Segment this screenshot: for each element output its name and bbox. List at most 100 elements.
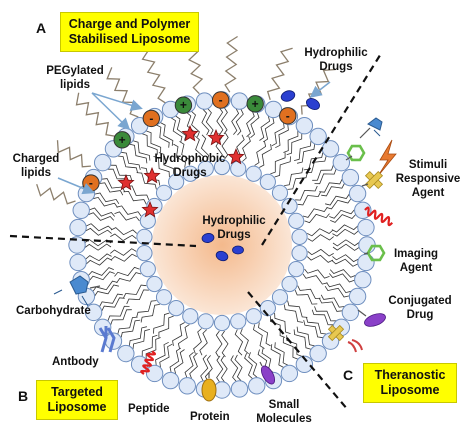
lipid-head (145, 364, 164, 383)
lipid-tail (282, 337, 298, 360)
hydrophilic-drug (232, 245, 244, 255)
lipid-tail (94, 284, 119, 297)
hydrophobic-drug (117, 173, 135, 191)
lipid-tail (172, 322, 185, 346)
lipid-head (281, 275, 298, 293)
lipid-tail (329, 209, 355, 219)
lipid-tail (107, 305, 130, 321)
lipid-tail (331, 224, 358, 233)
lipid-tail (325, 193, 350, 206)
lipid-tail (312, 165, 334, 181)
lipid-tail (319, 179, 343, 193)
charge-symbol: + (119, 133, 126, 147)
peg-chain (266, 47, 293, 100)
lipid-tail (297, 285, 321, 300)
label-conjugated-drug: Conjugated Drug (388, 295, 452, 321)
lipid-tail (297, 144, 316, 164)
lipid-tail (140, 304, 160, 323)
peg-chain (106, 67, 139, 118)
lipid-head (146, 275, 163, 293)
lipid-tail (159, 343, 173, 368)
tether (357, 309, 367, 317)
lipid-head (354, 201, 372, 219)
label-protein: Protein (190, 411, 230, 423)
cross-icon-bar (364, 170, 384, 190)
lipid-tail (110, 309, 132, 325)
lipid-tail (246, 111, 255, 138)
lipid-tail (332, 228, 359, 237)
lipid-tail (89, 271, 115, 281)
lipid-tail (332, 243, 360, 251)
lipid-head (84, 303, 103, 322)
charged-lipid-heads: +-+-+-- (82, 91, 297, 192)
panel-b-line1: Targeted (51, 385, 103, 399)
lipid-head (130, 355, 149, 374)
lipid-head (136, 228, 153, 245)
label-hydrophilic-drugs-top: Hydrophilic Drugs (304, 47, 368, 73)
lipid-head (139, 261, 156, 278)
lipid-tail (270, 152, 286, 175)
lipid-tail (120, 319, 141, 338)
small-molecule-icon (260, 365, 276, 385)
lipid-head (69, 218, 87, 237)
lipid-tail (304, 213, 330, 224)
lipid-tail (204, 355, 213, 382)
lipid-tail (329, 269, 356, 278)
peg-chain (56, 140, 91, 168)
antibody-icon (98, 326, 116, 353)
lipid-tail (173, 143, 186, 168)
lipid-head (93, 153, 112, 172)
inner-lipid-tails (110, 132, 334, 358)
peg-chain (75, 92, 115, 137)
label-antibody: Antbody (52, 356, 99, 368)
lipid-head (197, 313, 214, 330)
lipid-tail (158, 152, 174, 174)
lipid-tail (123, 284, 147, 299)
lipid-tail (284, 167, 304, 186)
lipid-head (295, 116, 314, 135)
lipid-tail (306, 254, 334, 263)
divider-line-bottom-right (247, 291, 349, 411)
lipid-tail (146, 130, 162, 153)
lipid-tail (85, 227, 112, 236)
arrow-hydrophilic (309, 81, 331, 98)
lipid-tail (287, 172, 308, 190)
lipid-tail (283, 130, 299, 153)
lipid-tail (126, 289, 149, 305)
lipid-head (321, 140, 340, 158)
lipid-tail (195, 135, 204, 162)
panel-a-line2: Stabilised Liposome (68, 32, 191, 46)
lipid-head (271, 289, 289, 306)
lipid-head (357, 253, 375, 272)
panel-c-letter: C (343, 367, 354, 383)
hydrophobic-drug (207, 128, 225, 146)
lipid-tail (110, 233, 137, 242)
lipid-head (332, 153, 351, 172)
lipid-tail (332, 239, 360, 247)
lipid-tail (244, 353, 253, 379)
lipid-tail (307, 234, 334, 242)
lipid-tail (274, 312, 291, 334)
lipid-head (288, 212, 305, 229)
lipid-tail (189, 352, 198, 379)
charged-head (211, 91, 230, 109)
lipid-tail (254, 141, 267, 166)
lipid-head (309, 127, 327, 146)
lipid-tail (215, 330, 223, 358)
lipid-head (213, 158, 231, 176)
surface-ligands (53, 117, 397, 402)
cross-icon-bar (327, 324, 345, 342)
lipid-tail (302, 273, 328, 285)
lipid-tail (160, 122, 174, 146)
lipid-head (264, 100, 283, 119)
divider-line-top-right (261, 51, 383, 246)
tether (361, 183, 369, 187)
charge-symbol: + (252, 97, 259, 111)
hydrophilic-drug (215, 250, 229, 262)
lipid-head (288, 261, 305, 278)
lipid-head (354, 271, 372, 289)
lipid-tail (86, 223, 113, 232)
lipid-head (182, 165, 199, 182)
lipid-tail (169, 347, 182, 373)
lipid-tail (123, 190, 147, 205)
